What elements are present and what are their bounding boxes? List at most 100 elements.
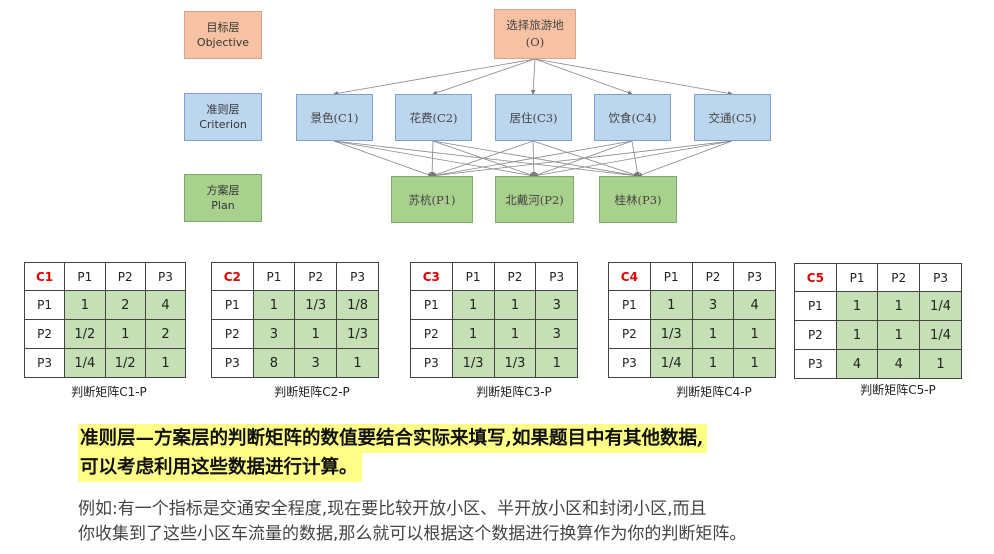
matrix-cell: 1/3 bbox=[294, 290, 338, 320]
matrix-cell: 1 bbox=[877, 291, 921, 321]
matrix-row-header: P2 bbox=[794, 320, 837, 350]
matrix-cell: 1/2 bbox=[104, 348, 146, 378]
matrix-corner: C1 bbox=[23, 262, 66, 291]
matrix-cell: 3 bbox=[691, 290, 735, 320]
matrix-cell: 4 bbox=[144, 290, 187, 320]
level-criterion: 准则层 Criterion bbox=[184, 93, 262, 141]
goal-code: (O) bbox=[525, 35, 545, 49]
matrix-cell: 1 bbox=[104, 319, 146, 349]
matrix-col-header: P2 bbox=[877, 263, 921, 292]
plan-label: 苏杭(P1) bbox=[408, 192, 456, 207]
matrix-cell: 1 bbox=[691, 319, 735, 349]
matrix-cell: 1 bbox=[535, 348, 578, 378]
example-line-1: 例如:有一个指标是交通安全程度,现在要比较开放小区、半开放小区和封闭小区,而且 bbox=[78, 499, 707, 519]
matrix-corner: C3 bbox=[410, 262, 453, 291]
matrix-col-header: P3 bbox=[535, 262, 578, 291]
level-criterion-cn: 准则层 bbox=[206, 103, 240, 116]
criterion-plan-edge bbox=[333, 140, 433, 177]
criterion-node-c4: 饮食(C4) bbox=[594, 94, 671, 141]
matrix-caption: 判断矩阵C3-P bbox=[476, 385, 552, 399]
matrix-row-header: P1 bbox=[608, 290, 651, 320]
matrix-col-header: P1 bbox=[649, 262, 693, 291]
criterion-label: 花费(C2) bbox=[409, 110, 458, 125]
matrix-col-header: P3 bbox=[336, 262, 379, 291]
matrix-row-header: P1 bbox=[794, 291, 837, 321]
matrix-row-header: P3 bbox=[410, 348, 453, 378]
matrix-col-header: P1 bbox=[835, 263, 879, 292]
matrix-col-header: P3 bbox=[144, 262, 187, 291]
matrix-cell: 1 bbox=[691, 348, 735, 378]
matrix-cell: 1/3 bbox=[493, 348, 537, 378]
plan-node-p2: 北戴河(P2) bbox=[495, 176, 574, 223]
highlight-note: 准则层—方案层的判断矩阵的数值要结合实际来填写,如果题目中有其他数据, 可以考虑… bbox=[78, 424, 708, 482]
goal-node: 选择旅游地 (O) bbox=[494, 9, 576, 59]
criterion-node-c3: 居住(C3) bbox=[495, 94, 572, 141]
level-plan: 方案层 Plan bbox=[184, 174, 262, 222]
matrix-cell: 1/4 bbox=[649, 348, 693, 378]
plan-label: 桂林(P3) bbox=[614, 192, 662, 207]
matrix-caption: 判断矩阵C5-P bbox=[860, 383, 936, 397]
level-plan-en: Plan bbox=[211, 199, 235, 212]
criterion-plan-edge bbox=[637, 140, 733, 177]
hierarchy-connectors bbox=[333, 58, 733, 178]
matrix-cell: 1 bbox=[252, 290, 296, 320]
level-plan-cn: 方案层 bbox=[206, 184, 240, 197]
goal-criterion-edge bbox=[534, 58, 633, 95]
matrix-cell: 4 bbox=[733, 290, 776, 320]
matrix-cell: 3 bbox=[294, 348, 338, 378]
matrix-col-header: P1 bbox=[64, 262, 106, 291]
plan-node-p1: 苏杭(P1) bbox=[391, 176, 473, 223]
criterion-label: 交通(C5) bbox=[708, 110, 757, 125]
matrix-row-header: P3 bbox=[211, 348, 254, 378]
level-objective-en: Objective bbox=[196, 36, 250, 49]
matrix-col-header: P1 bbox=[252, 262, 296, 291]
goal-criterion-edge bbox=[534, 58, 733, 96]
criterion-label: 景色(C1) bbox=[310, 110, 359, 125]
matrix-corner: C5 bbox=[794, 263, 837, 292]
matrix-cell: 1 bbox=[451, 319, 495, 349]
matrix-cell: 1 bbox=[649, 290, 693, 320]
matrix-corner: C2 bbox=[211, 262, 254, 291]
criterion-node-c5: 交通(C5) bbox=[694, 94, 771, 141]
matrix-cell: 4 bbox=[877, 349, 921, 379]
criterion-plan-edge bbox=[431, 140, 733, 178]
criterion-plan-edge bbox=[333, 140, 535, 178]
example-line-2: 你收集到了这些小区车流量的数据,那么就可以根据这个数据进行换算作为你的判断矩阵。 bbox=[78, 524, 747, 544]
matrix-row-header: P2 bbox=[410, 319, 453, 349]
plan-node-p3: 桂林(P3) bbox=[599, 176, 677, 223]
matrix-row-header: P3 bbox=[794, 349, 837, 379]
matrix-row-header: P2 bbox=[608, 319, 651, 349]
matrix-cell: 2 bbox=[144, 319, 187, 349]
matrix-cell: 1 bbox=[919, 349, 962, 379]
highlight-line-2: 可以考虑利用这些数据进行计算。 bbox=[78, 453, 362, 482]
matrix-col-header: P2 bbox=[294, 262, 338, 291]
goal-criterion-edge bbox=[530, 58, 536, 95]
matrix-cell: 3 bbox=[535, 319, 578, 349]
matrix-row-header: P2 bbox=[23, 319, 66, 349]
matrix-row-header: P1 bbox=[23, 290, 66, 320]
criterion-node-c2: 花费(C2) bbox=[395, 94, 472, 141]
matrix-row-header: P3 bbox=[23, 348, 66, 378]
matrix-cell: 1 bbox=[733, 319, 776, 349]
level-objective: 目标层 Objective bbox=[184, 11, 262, 59]
matrix-cell: 1 bbox=[835, 291, 879, 321]
matrix-cell: 1/3 bbox=[649, 319, 693, 349]
matrix-row-header: P2 bbox=[211, 319, 254, 349]
matrix-cell: 1 bbox=[493, 290, 537, 320]
highlight-line-1: 准则层—方案层的判断矩阵的数值要结合实际来填写,如果题目中有其他数据, bbox=[78, 424, 708, 453]
matrix-cell: 2 bbox=[104, 290, 146, 320]
matrix-cell: 8 bbox=[252, 348, 296, 378]
matrix-cell: 1/4 bbox=[919, 320, 962, 350]
matrix-cell: 1 bbox=[877, 320, 921, 350]
criterion-label: 饮食(C4) bbox=[608, 110, 657, 125]
criterion-plan-edge bbox=[532, 140, 639, 178]
matrix-cell: 1 bbox=[451, 290, 495, 320]
matrix-row-header: P3 bbox=[608, 348, 651, 378]
matrix-col-header: P3 bbox=[919, 263, 962, 292]
goal-label: 选择旅游地 bbox=[506, 18, 564, 32]
criterion-plan-edge bbox=[432, 140, 639, 178]
